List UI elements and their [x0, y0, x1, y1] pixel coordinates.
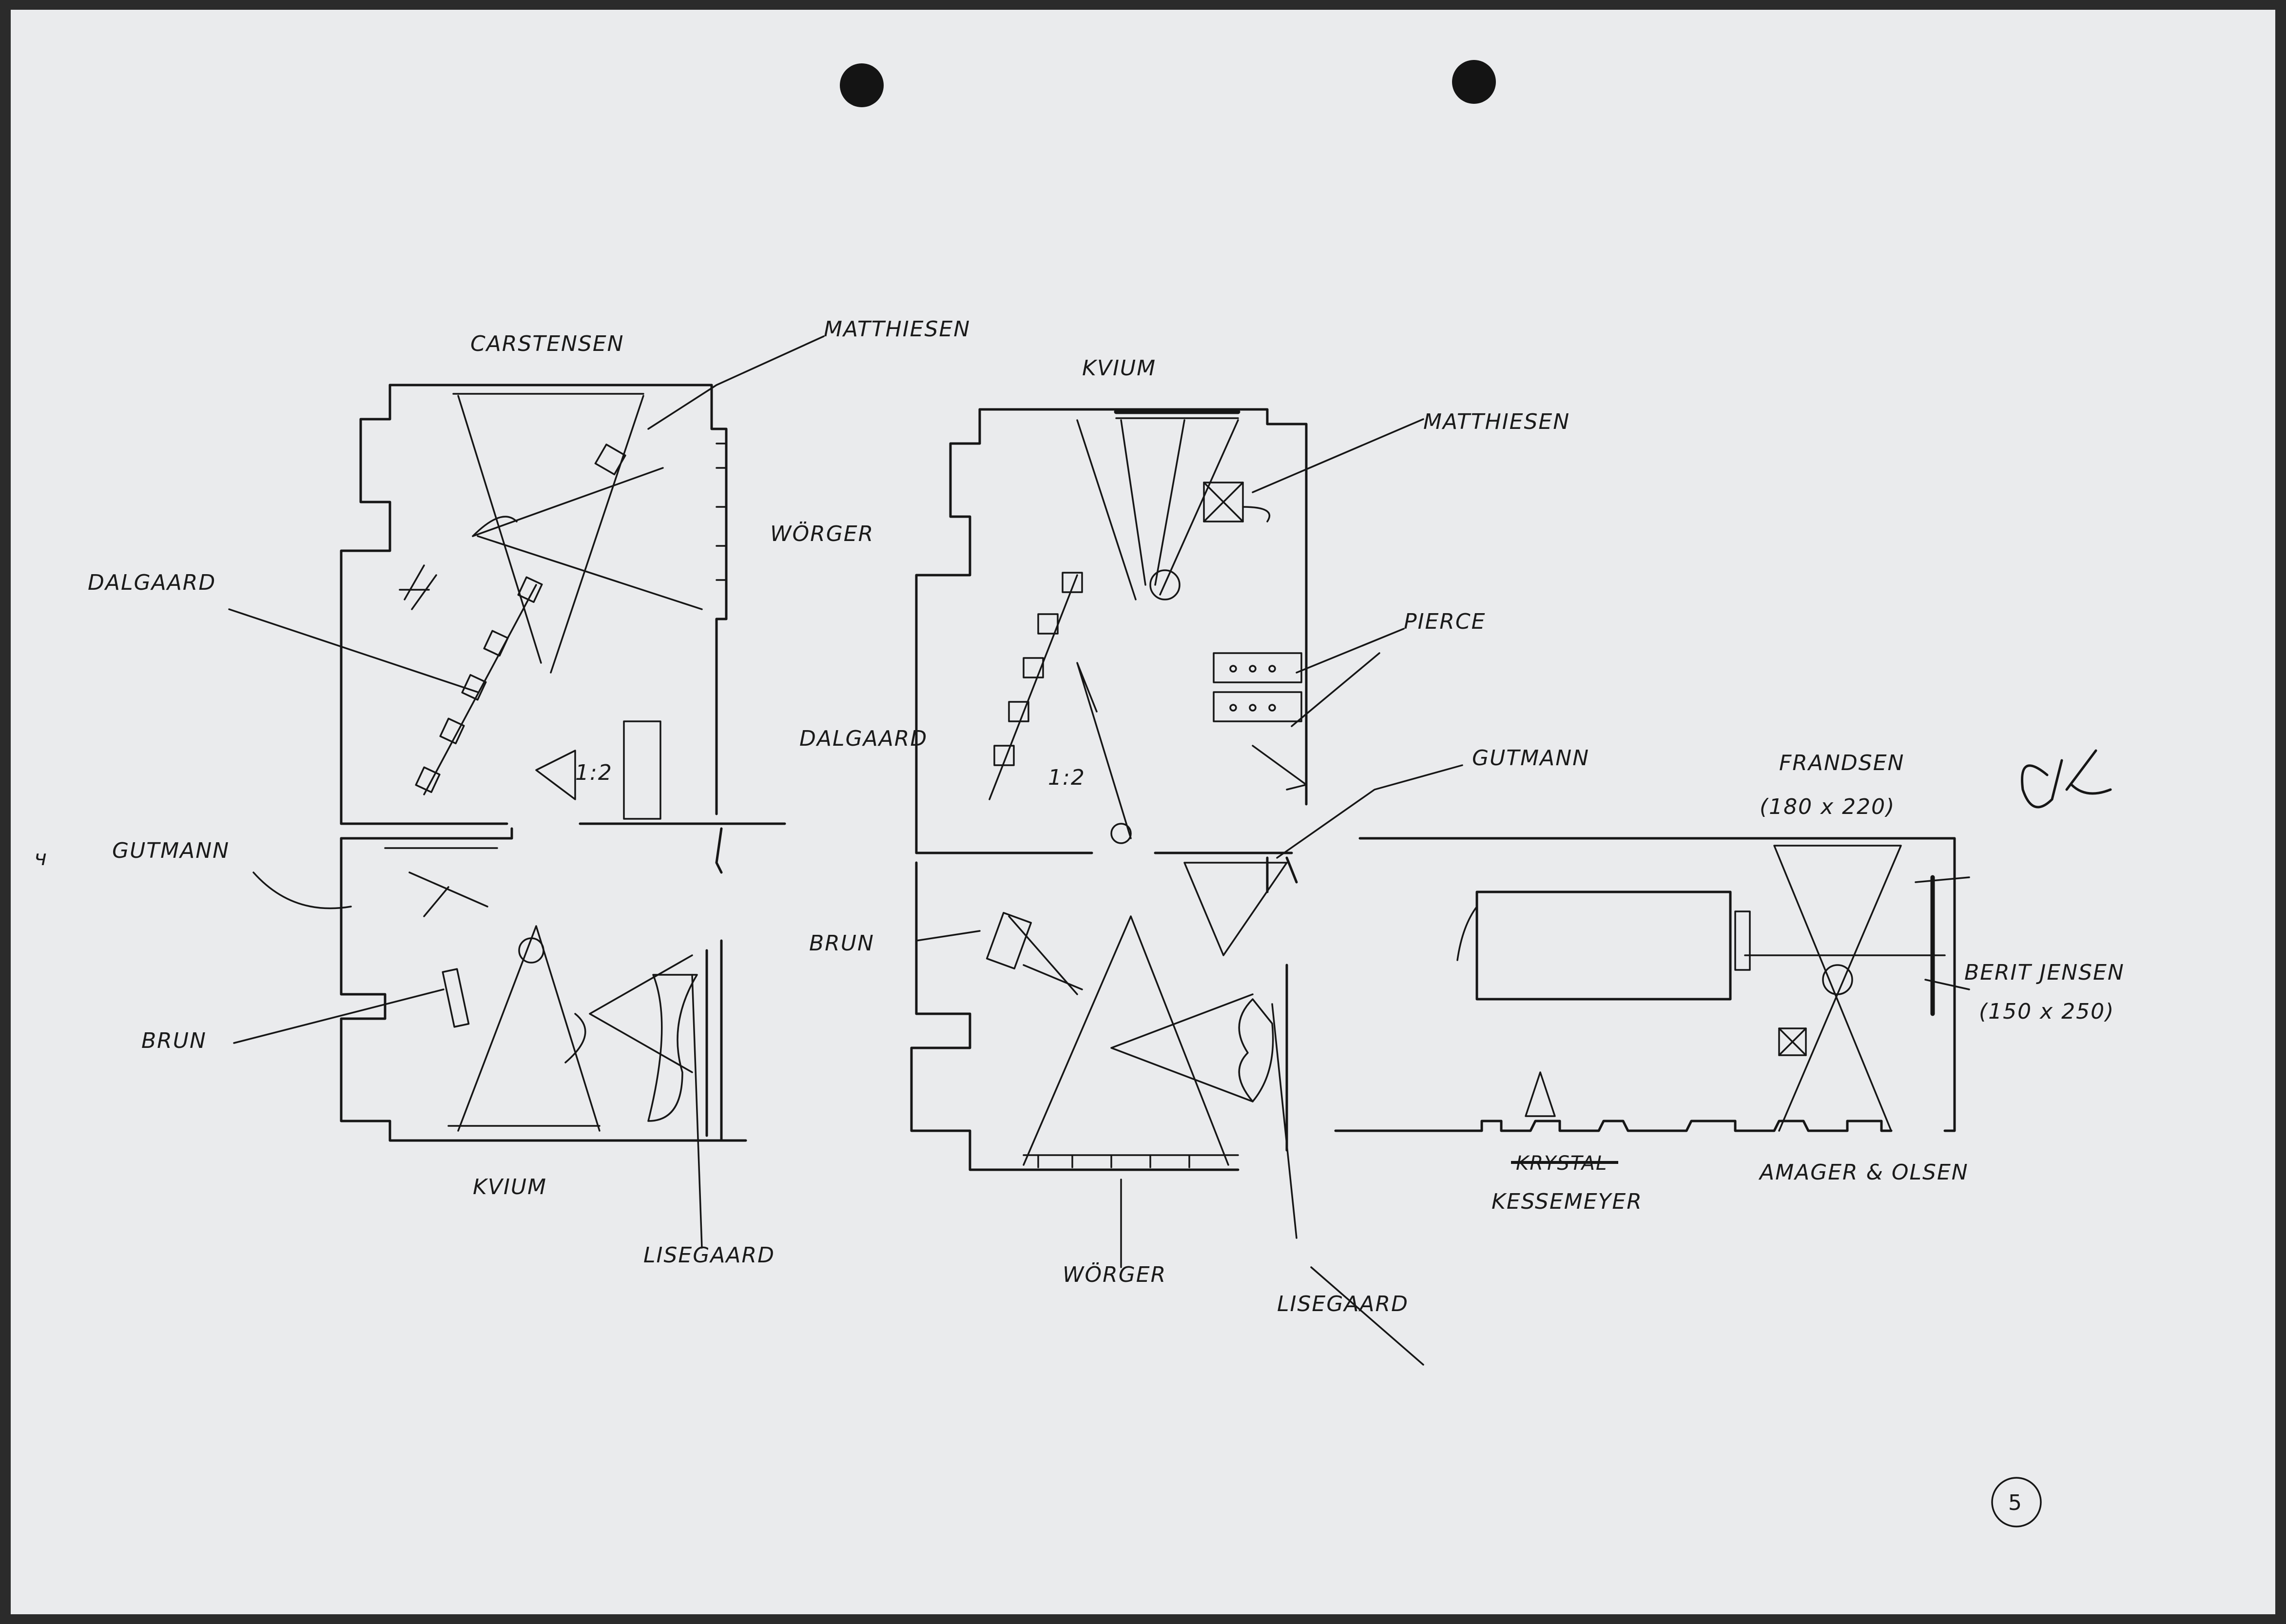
label-left-lisegaard: LISEGAARD	[643, 1243, 775, 1268]
punch-hole-left	[840, 63, 884, 107]
label-middle-brun: BRUN	[809, 931, 874, 956]
label-left-worger: WÖRGER	[770, 521, 874, 546]
page-number: 5	[2008, 1490, 2023, 1515]
label-middle-kvium: KVIUM	[1082, 356, 1156, 381]
label-middle-lisegaard: LISEGAARD	[1277, 1292, 1409, 1316]
label-left-brun: BRUN	[141, 1028, 207, 1053]
label-middle-ratio: 1:2	[1048, 765, 1085, 790]
middle-floor-plan	[910, 408, 1308, 1171]
label-middle-matthiesen: MATTHIESEN	[1423, 409, 1570, 434]
label-middle-gutmann: GUTMANN	[1472, 746, 1589, 771]
label-left-kvium: KVIUM	[473, 1175, 547, 1199]
label-right-frandsen-size: (180 x 220)	[1760, 794, 1895, 819]
right-floor-plan	[1334, 837, 1956, 1132]
label-left-dalgaard: DALGAARD	[88, 570, 216, 595]
label-right-frandsen: FRANDSEN	[1779, 751, 1904, 775]
margin-mark: ч	[34, 846, 48, 870]
label-middle-pierce: PIERCE	[1404, 609, 1486, 634]
leader-lines	[228, 335, 1970, 1366]
approval-scribble	[2021, 749, 2112, 809]
label-middle-worger: WÖRGER	[1063, 1262, 1166, 1287]
label-left-carstensen: CARSTENSEN	[470, 331, 624, 356]
paper-sheet	[11, 10, 2275, 1614]
label-middle-dalgaard: DALGAARD	[799, 726, 928, 751]
label-right-berit-size: (150 x 250)	[1979, 999, 2114, 1024]
page-number-circle	[1991, 1477, 2042, 1527]
label-left-matthiesen: MATTHIESEN	[824, 317, 970, 342]
label-right-amager: AMAGER & OLSEN	[1758, 1160, 1969, 1185]
label-right-berit: BERIT JENSEN	[1964, 960, 2125, 985]
punch-hole-right	[1452, 60, 1496, 104]
label-left-gutmann: GUTMANN	[112, 838, 230, 863]
left-floor-plan	[340, 384, 786, 1142]
label-left-ratio: 1:2	[575, 760, 613, 785]
label-right-kessemeyer: KESSEMEYER	[1492, 1189, 1643, 1214]
